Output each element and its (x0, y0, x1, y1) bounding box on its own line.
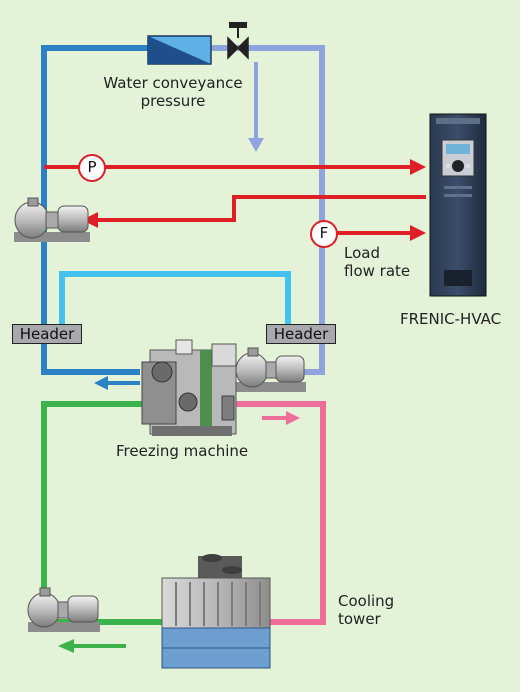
header-left-box: Header (12, 324, 82, 344)
pump-icon (235, 347, 306, 392)
pump-icon (27, 587, 100, 632)
water-conveyance-label: Water conveyance pressure (98, 74, 248, 110)
flow-arrow-right-pink (262, 411, 300, 425)
flow-arrow-left-green (58, 639, 126, 653)
control-output-line (82, 195, 426, 228)
cooling-line2: tower (338, 610, 381, 628)
pressure-drop-arrowhead (248, 138, 264, 152)
chiller-icon (141, 339, 237, 436)
inverter-label: FRENIC-HVAC (400, 310, 502, 328)
cooling-tower-icon (161, 554, 271, 669)
load-line2: flow rate (344, 262, 411, 280)
load-flow-label: Load flow rate (344, 244, 410, 280)
flow-arrow-left-blue (94, 376, 140, 390)
inverter-device (429, 113, 487, 297)
pump-icon (14, 197, 90, 242)
freezing-machine-label: Freezing machine (116, 442, 249, 460)
chilled-loop-pipe (59, 271, 291, 340)
cooling-line1: Cooling (338, 592, 395, 610)
hot-water-pipe (190, 401, 326, 625)
water-conveyance-line1: Water conveyance (103, 74, 243, 92)
header-right-box: Header (266, 324, 336, 344)
load-line1: Load (344, 244, 380, 262)
cooling-tower-label: Cooling tower (338, 592, 394, 628)
valve-icon (227, 22, 249, 60)
heat-exchanger-icon (147, 35, 212, 65)
condenser-pipe (41, 401, 168, 625)
pressure-sensor-badge: P (78, 154, 106, 182)
flow-sensor-badge: F (310, 220, 338, 248)
water-conveyance-line2: pressure (140, 92, 206, 110)
